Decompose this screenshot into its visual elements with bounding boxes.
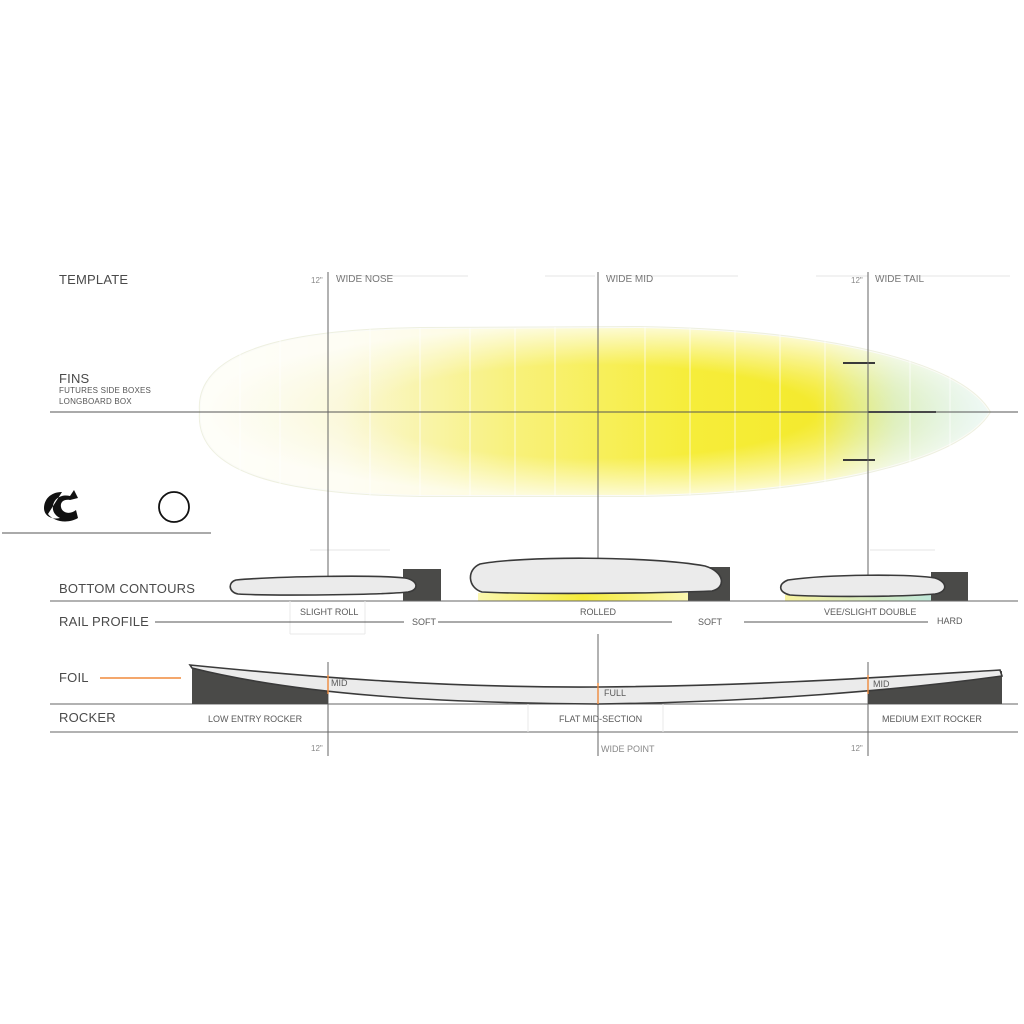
bottom-nose-offset-marker: 12": [311, 744, 323, 753]
foil-profile: [188, 664, 1004, 705]
template-heading: TEMPLATE: [59, 272, 129, 287]
wide-point-label: WIDE POINT: [601, 744, 655, 754]
tail-offset-marker: 12": [851, 276, 863, 285]
rail-profile-heading: RAIL PROFILE: [59, 614, 150, 629]
rocker-heading: ROCKER: [59, 710, 116, 725]
foil-nose-label: MID: [331, 678, 348, 688]
bottom-contour-mid: [469, 557, 730, 601]
bottom-contour-nose: [229, 569, 441, 601]
fins-heading: FINS: [59, 371, 90, 386]
bottom-contour-mid-label: ROLLED: [580, 607, 617, 617]
bottom-contour-tail: [779, 572, 968, 601]
bottom-tail-offset-marker: 12": [851, 744, 863, 753]
model-logo: [158, 491, 190, 523]
wide-tail-label: WIDE TAIL: [875, 274, 925, 285]
rocker-mid-label: FLAT MID-SECTION: [559, 714, 643, 724]
foil-tail-label: MID: [873, 679, 890, 689]
rail-profile-tail-label: HARD: [937, 616, 963, 626]
foil-markers: [327, 675, 869, 704]
nose-offset-marker: 12": [311, 276, 323, 285]
bottom-contour-nose-label: SLIGHT ROLL: [300, 607, 359, 617]
torq-logo: [44, 490, 78, 522]
guide-lines: [310, 275, 1010, 551]
rocker-nose-label: LOW ENTRY ROCKER: [208, 714, 303, 724]
fins-detail-center: LONGBOARD BOX: [59, 397, 132, 406]
fins-detail-side: FUTURES SIDE BOXES: [59, 386, 152, 395]
rail-profile-mid-label: SOFT: [698, 617, 722, 627]
bottom-contour-tail-label: VEE/SLIGHT DOUBLE: [824, 607, 917, 617]
bottom-contours-heading: BOTTOM CONTOURS: [59, 581, 196, 596]
foil-mid-label: FULL: [604, 688, 627, 698]
rail-profile-nose-label: SOFT: [412, 617, 436, 627]
wide-nose-label: WIDE NOSE: [336, 274, 394, 285]
rocker-tail-label: MEDIUM EXIT ROCKER: [882, 714, 982, 724]
wide-mid-label: WIDE MID: [606, 274, 654, 285]
foil-outline: [188, 664, 1004, 705]
foil-heading: FOIL: [59, 670, 89, 685]
